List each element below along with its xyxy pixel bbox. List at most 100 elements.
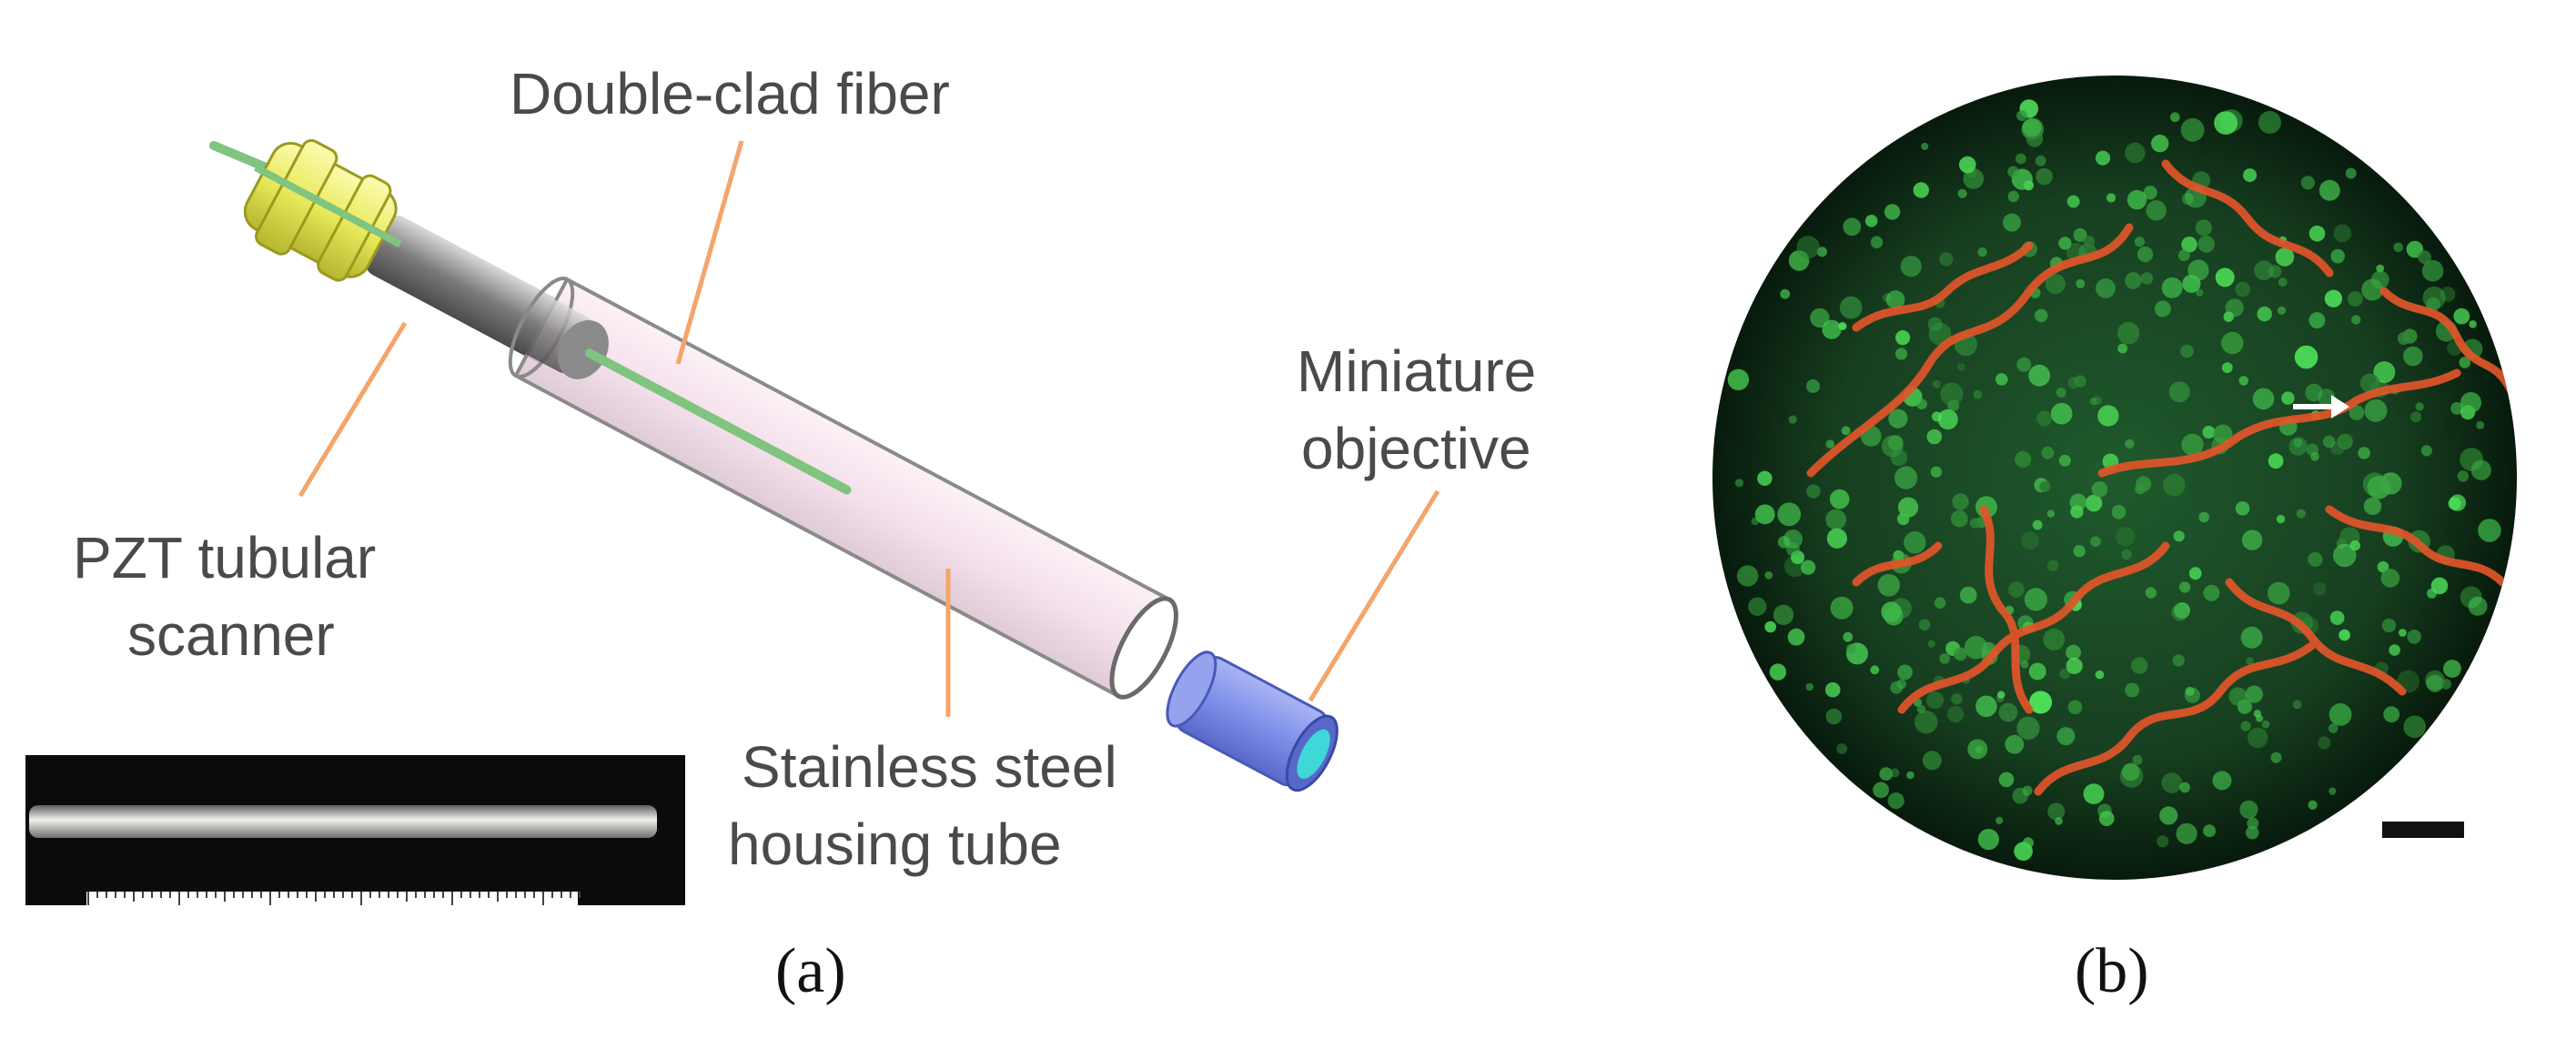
green-cell (2036, 167, 2053, 186)
green-cell (2238, 376, 2249, 386)
green-cell (2247, 817, 2259, 830)
yellow-connector (243, 138, 402, 282)
green-cell (1916, 704, 1926, 714)
green-cells (1727, 99, 2501, 861)
green-cell (2047, 802, 2066, 821)
scale-bar (2382, 822, 2464, 838)
green-cell (2157, 835, 2169, 848)
green-cell (1841, 426, 1851, 436)
label-housing-line1: Stainless steel (742, 734, 1117, 800)
green-cell (2070, 505, 2084, 519)
green-cell (2235, 501, 2250, 516)
green-cell (2243, 168, 2258, 183)
green-cell (1896, 679, 1907, 690)
green-cell (1885, 290, 1905, 309)
green-cell (1806, 484, 1821, 499)
green-cell (2022, 785, 2033, 796)
green-cell (2039, 480, 2051, 492)
green-cell (2007, 166, 2019, 178)
red-vessels (1806, 159, 2516, 796)
green-cell (2055, 817, 2063, 825)
green-cell (1801, 560, 1816, 575)
green-cell (1877, 573, 1901, 597)
green-cell (1764, 620, 1776, 633)
vessel (2325, 505, 2507, 587)
green-cell (1787, 628, 1805, 646)
green-cell (1843, 631, 1854, 642)
green-cell (2370, 270, 2389, 289)
green-cell (1921, 142, 1929, 150)
green-cell (2393, 242, 2403, 253)
green-cell (2240, 626, 2263, 649)
green-cell (1898, 497, 1919, 518)
green-cell (2093, 396, 2102, 406)
green-cell (2261, 720, 2270, 729)
green-cell (2296, 509, 2306, 519)
green-cell (2324, 289, 2342, 308)
green-cell (1977, 247, 1987, 257)
green-cell (2058, 454, 2071, 467)
green-cell (2151, 135, 2169, 153)
green-cell (1888, 409, 1908, 429)
green-cell (1780, 288, 1791, 299)
green-cell (2223, 311, 2234, 322)
green-cell (2294, 345, 2318, 369)
green-cell (1977, 829, 1999, 851)
white-arrow-icon (2293, 395, 2349, 419)
green-cell (2330, 248, 2345, 264)
green-cell (1973, 389, 1983, 399)
green-cell (1918, 619, 1931, 630)
green-cell (2198, 511, 2209, 523)
green-cell (2073, 545, 2086, 558)
green-cell (2258, 111, 2281, 134)
green-cell (2056, 388, 2066, 398)
green-cell (2125, 272, 2142, 289)
green-cell (2014, 842, 2033, 861)
green-cell (1959, 586, 1977, 604)
green-cell (1900, 256, 1922, 277)
green-cell (2399, 629, 2407, 637)
green-cell (1843, 217, 1862, 237)
green-cell (2097, 405, 2119, 427)
green-cell (2195, 219, 2212, 237)
callout-lines (298, 140, 1440, 717)
green-cell (1736, 565, 1759, 587)
green-cell (2329, 610, 2345, 625)
green-cell (2246, 657, 2254, 665)
green-cell (2098, 811, 2115, 826)
green-cell (2300, 176, 2315, 190)
green-cell (2161, 277, 2183, 298)
green-cell (2181, 433, 2204, 456)
green-cell (2032, 519, 2043, 530)
green-cell (2091, 481, 2108, 498)
green-cell (2268, 581, 2290, 605)
green-cell (1764, 570, 1773, 580)
green-cell (1825, 708, 1843, 725)
green-cell (1836, 743, 1848, 754)
green-cell (2036, 410, 2053, 427)
green-cell (2240, 721, 2251, 731)
green-cell (2221, 362, 2233, 373)
label-miniature-objective-line2: objective (1301, 416, 1531, 481)
green-cell (2179, 782, 2190, 793)
green-cell (1754, 504, 1775, 525)
green-cell (2125, 682, 2140, 698)
green-cell (2041, 446, 2055, 459)
vessel (2097, 368, 2461, 478)
green-cell (1932, 379, 1941, 388)
green-cell (1914, 711, 1938, 734)
green-cell (1954, 647, 1967, 661)
green-cell (1748, 597, 1767, 616)
green-cell (2168, 381, 2190, 403)
green-cell (2443, 660, 2461, 678)
green-cell (2306, 443, 2319, 456)
fiber-ferrule (521, 298, 609, 379)
green-cell (1773, 604, 1794, 625)
green-cell (2376, 264, 2385, 273)
green-cell (2380, 569, 2400, 588)
green-cell (2440, 679, 2452, 690)
green-cell (1864, 215, 1878, 227)
green-cell (2173, 530, 2185, 542)
green-cell (2073, 227, 2087, 242)
